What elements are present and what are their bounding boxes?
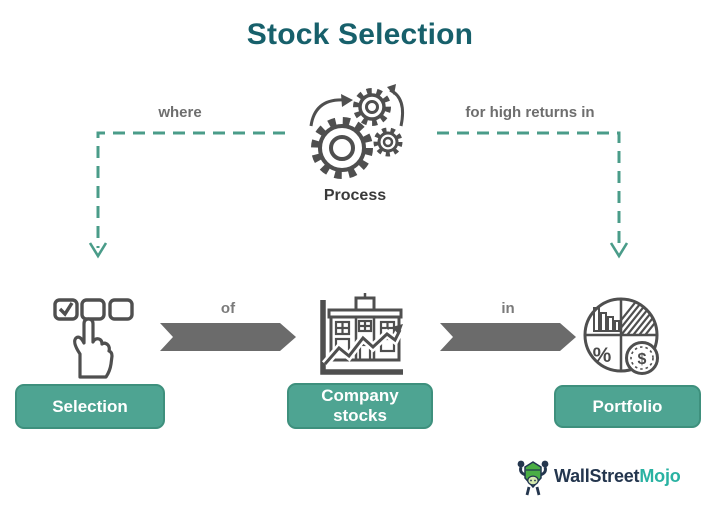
checkbox-empty	[108, 298, 134, 321]
stock-line	[323, 329, 402, 365]
building-stock-chart-icon	[320, 293, 404, 375]
gear-teeth	[311, 117, 373, 179]
gear-hole	[382, 136, 394, 148]
logo-text-wallstreet: WallStreet	[554, 465, 640, 486]
stock-line-arrowhead	[392, 324, 403, 335]
gear-body	[377, 131, 399, 153]
selection-node-label: Selection	[52, 396, 128, 416]
percent-glyph: %	[593, 344, 612, 367]
flow-arrow-of	[160, 323, 296, 351]
process-label: Process	[323, 187, 387, 204]
left-dashed-connector	[96, 131, 285, 248]
dollar-glyph: $	[638, 351, 647, 368]
logo-wordmark: WallStreetMojo	[554, 466, 681, 487]
pointing-hand-icon	[73, 317, 114, 379]
building-tower	[354, 296, 376, 312]
checkbox-hand-icon	[53, 298, 134, 379]
portfolio-node-label: Portfolio	[592, 396, 663, 416]
gears-process-icon	[309, 84, 405, 179]
page-title: Stock Selection	[246, 18, 474, 51]
flow-arrow-in	[440, 323, 576, 351]
gear-teeth	[353, 88, 391, 126]
right-arrowhead-icon	[609, 242, 629, 259]
company-stocks-node-label: Company stocks	[321, 386, 399, 425]
left-arrowhead-icon	[88, 242, 108, 259]
selection-node: Selection	[15, 384, 165, 429]
wallstreetmojo-logo: WallStreetMojo	[516, 456, 681, 496]
portfolio-node: Portfolio	[554, 385, 701, 428]
bull-mascot-icon	[517, 460, 549, 496]
checkbox-empty	[80, 298, 106, 321]
checkmark-icon	[58, 302, 74, 317]
gear-hole	[365, 100, 379, 114]
cycle-arrow-left	[309, 98, 346, 127]
chevron-arrow-icon	[440, 323, 576, 351]
of-label: of	[220, 300, 236, 317]
for-high-returns-label: for high returns in	[465, 104, 595, 121]
in-label: in	[501, 300, 515, 317]
cycle-arrowhead	[341, 94, 353, 107]
where-label: where	[158, 104, 202, 121]
cycle-arrow-right	[389, 88, 405, 127]
coin-inner-ring	[630, 346, 654, 370]
gear-hole	[329, 135, 355, 161]
checkbox-checked	[53, 298, 79, 321]
company-stocks-node: Company stocks	[287, 383, 433, 429]
mini-bar-chart	[593, 307, 620, 332]
chevron-arrow-icon	[160, 323, 296, 351]
logo-text-mojo: Mojo	[639, 465, 681, 486]
right-dashed-connector	[437, 131, 621, 248]
gear-body	[318, 124, 366, 172]
cycle-arrowhead	[387, 84, 396, 95]
chart-axis	[320, 300, 403, 375]
pie-chart-icon: % $	[583, 297, 659, 375]
dollar-coin-icon	[625, 341, 659, 375]
gear-body	[358, 93, 386, 121]
gear-teeth	[373, 127, 403, 157]
